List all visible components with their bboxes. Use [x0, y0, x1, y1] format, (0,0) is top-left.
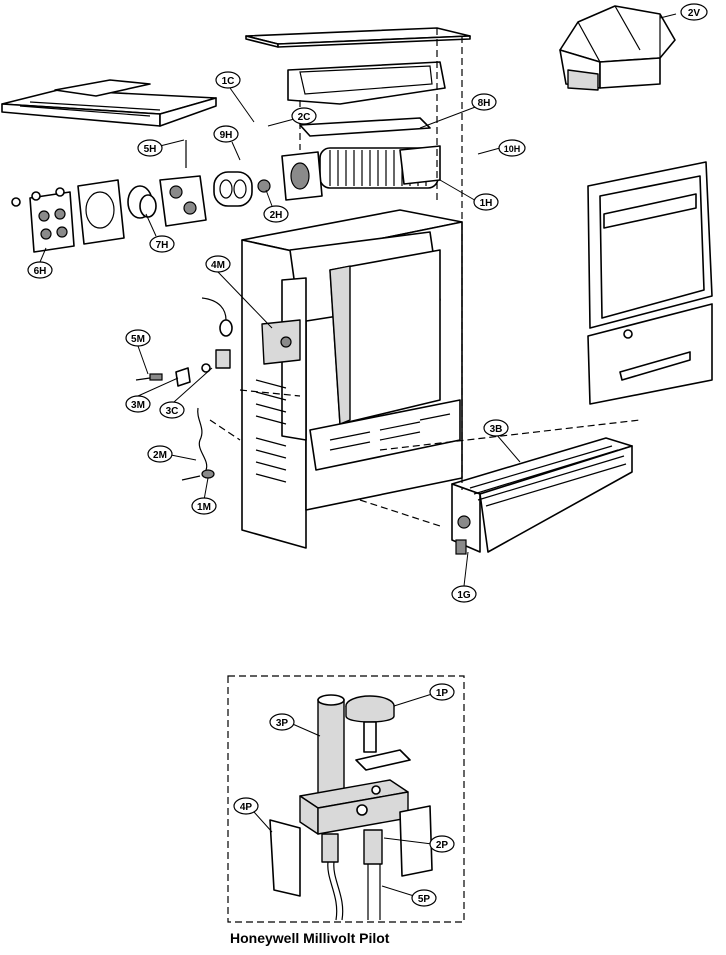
- callout-1c: 1C: [215, 71, 241, 89]
- assembly-guide-lines: [209, 28, 641, 527]
- callout-3m: 3M: [125, 395, 151, 413]
- callout-6h: 6H: [27, 261, 53, 279]
- callout-7h: 7H: [149, 235, 175, 253]
- callout-4p-label: 4P: [240, 802, 253, 813]
- callout-3b-label: 3B: [490, 424, 503, 435]
- callout-2h: 2H: [263, 205, 289, 223]
- flue-collector-hood: [287, 61, 446, 105]
- callout-1g: 1G: [451, 585, 477, 603]
- callout-2m: 2M: [147, 445, 173, 463]
- pilot-tube: [317, 699, 345, 797]
- callout-5p: 5P: [411, 889, 437, 907]
- callout-2h-label: 2H: [270, 210, 283, 221]
- boiler-jacket: [241, 209, 463, 549]
- callout-1h-label: 1H: [480, 198, 493, 209]
- inset-caption: Honeywell Millivolt Pilot: [230, 930, 390, 946]
- burner-tray: [451, 437, 633, 555]
- callout-3p-label: 3P: [276, 718, 289, 729]
- draft-hood-assembly: [559, 5, 676, 91]
- callout-9h: 9H: [213, 125, 239, 143]
- callout-1m: 1M: [191, 497, 217, 515]
- callout-2v: 2V: [680, 3, 708, 21]
- callout-2v-label: 2V: [688, 8, 701, 19]
- pilot-inset: [227, 675, 465, 923]
- top-cover-panel: [245, 27, 471, 48]
- callout-2c-label: 2C: [298, 112, 311, 123]
- pilot-mount-plate: [269, 819, 301, 897]
- callout-5m-label: 5M: [131, 334, 145, 345]
- callout-3c-label: 3C: [166, 406, 179, 417]
- callout-4p: 4P: [233, 797, 259, 815]
- gas-valve-pilot-assembly: [135, 297, 233, 481]
- callout-3m-label: 3M: [131, 400, 145, 411]
- callout-6h-label: 6H: [34, 266, 47, 277]
- callout-5m: 5M: [125, 329, 151, 347]
- callout-1g-label: 1G: [457, 590, 471, 601]
- top-left-cover-plate: [1, 79, 217, 127]
- callout-1c-label: 1C: [222, 76, 235, 87]
- callout-10h: 10H: [498, 139, 526, 157]
- callout-4m: 4M: [205, 255, 231, 273]
- callout-2m-label: 2M: [153, 450, 167, 461]
- callout-1p-label: 1P: [436, 688, 449, 699]
- inset-border: [227, 675, 465, 923]
- callout-5h-label: 5H: [144, 144, 157, 155]
- heat-exchanger-tube: [281, 117, 441, 201]
- callout-2p: 2P: [429, 835, 455, 853]
- callout-1m-label: 1M: [197, 502, 211, 513]
- callout-1p: 1P: [429, 683, 455, 701]
- leader-lines: [39, 13, 677, 897]
- callout-3b: 3B: [483, 419, 509, 437]
- callout-8h-label: 8H: [478, 98, 491, 109]
- callout-3p: 3P: [269, 713, 295, 731]
- header-gaskets: [11, 140, 271, 253]
- callout-9h-label: 9H: [220, 130, 233, 141]
- callout-1h: 1H: [473, 193, 499, 211]
- callout-5h: 5H: [137, 139, 163, 157]
- callout-5p-label: 5P: [418, 894, 431, 905]
- callout-3c: 3C: [159, 401, 185, 419]
- callout-10h-label: 10H: [504, 144, 521, 154]
- callout-2p-label: 2P: [436, 840, 449, 851]
- callout-7h-label: 7H: [156, 240, 169, 251]
- callout-2c: 2C: [291, 107, 317, 125]
- callout-8h: 8H: [471, 93, 497, 111]
- front-door-panel: [587, 161, 713, 405]
- callout-4m-label: 4M: [211, 260, 225, 271]
